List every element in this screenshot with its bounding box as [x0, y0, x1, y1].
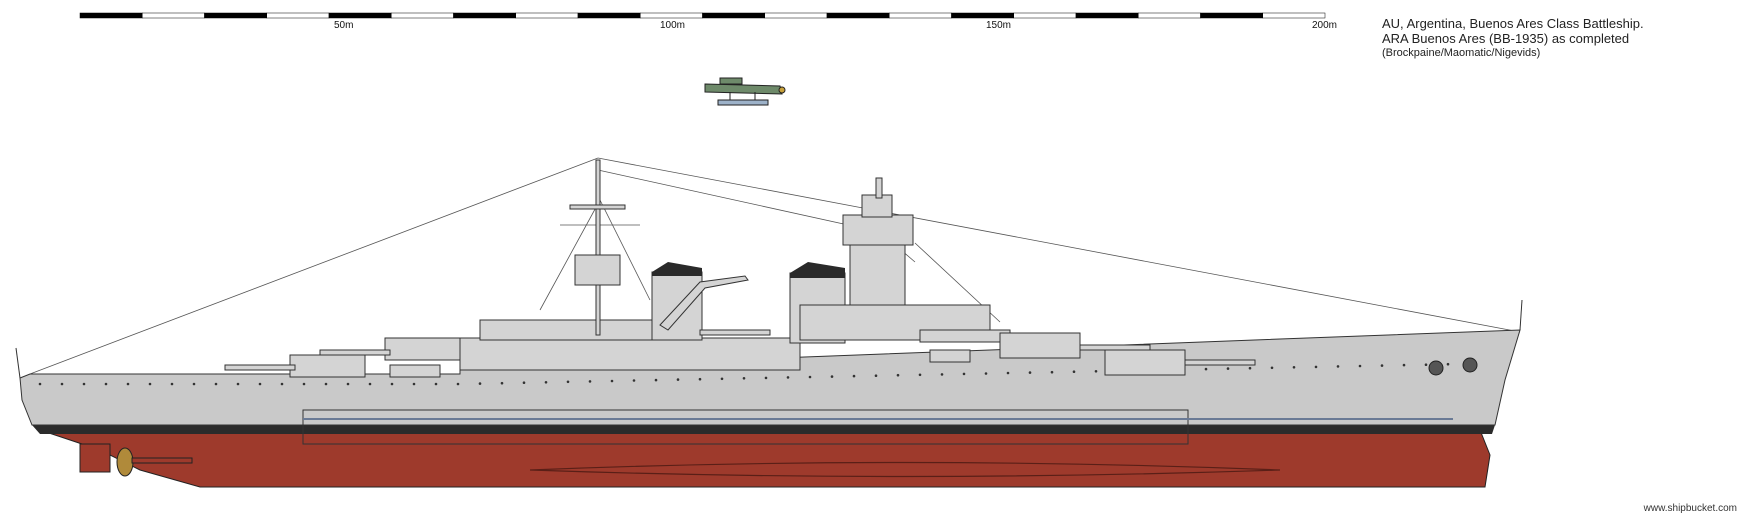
porthole — [1006, 371, 1010, 375]
porthole — [984, 372, 988, 375]
porthole — [654, 378, 658, 382]
title-block: AU, Argentina, Buenos Ares Class Battles… — [1382, 16, 1737, 61]
porthole — [82, 382, 86, 386]
porthole — [434, 382, 438, 386]
floatplane-icon — [704, 77, 786, 106]
porthole — [1248, 366, 1252, 370]
porthole — [588, 380, 592, 383]
credits-line: (Brockpaine/Maomatic/Nigevids) — [1382, 47, 1541, 59]
porthole — [1072, 370, 1076, 374]
porthole — [192, 382, 196, 386]
porthole — [566, 380, 570, 384]
porthole — [852, 374, 856, 378]
porthole — [896, 373, 900, 377]
porthole — [302, 382, 306, 386]
porthole — [522, 381, 526, 385]
porthole — [236, 382, 240, 386]
porthole — [830, 375, 834, 378]
propeller-rudder — [79, 443, 193, 477]
porthole — [214, 382, 218, 386]
porthole — [280, 382, 284, 386]
porthole — [60, 382, 64, 386]
porthole — [918, 373, 922, 377]
porthole — [764, 376, 768, 380]
porthole — [390, 382, 394, 386]
belt-stripe — [303, 418, 1453, 420]
armour-belt — [302, 409, 1189, 445]
ship-class-title: AU, Argentina, Buenos Ares Class Battles… — [1382, 16, 1644, 31]
porthole — [346, 382, 350, 386]
porthole — [544, 381, 548, 384]
porthole — [786, 376, 790, 379]
porthole — [1226, 367, 1230, 370]
porthole — [1446, 362, 1450, 366]
scale-label-100m: 100m — [660, 20, 686, 31]
porthole — [808, 375, 812, 379]
porthole — [676, 378, 680, 381]
scale-label-50m: 50m — [334, 20, 354, 31]
scale-segment — [1262, 12, 1326, 19]
porthole — [1402, 363, 1406, 367]
porthole — [412, 382, 416, 386]
porthole — [258, 382, 262, 386]
watermark: www.shipbucket.com — [1643, 503, 1737, 514]
porthole — [610, 379, 614, 383]
porthole — [874, 374, 878, 378]
superstructure — [224, 159, 1256, 378]
porthole — [1292, 366, 1296, 369]
porthole — [1028, 371, 1032, 374]
porthole — [1424, 363, 1428, 367]
porthole — [1336, 365, 1340, 368]
porthole — [962, 372, 966, 376]
porthole — [368, 382, 372, 386]
porthole — [1094, 370, 1098, 373]
porthole — [940, 373, 944, 376]
porthole — [1050, 370, 1054, 374]
porthole — [742, 377, 746, 380]
porthole — [478, 382, 482, 385]
porthole — [456, 382, 460, 386]
boot-top — [32, 425, 1495, 434]
porthole — [720, 377, 724, 381]
stern-flagstaff — [15, 347, 21, 379]
scale-label-150m: 150m — [986, 20, 1012, 31]
porthole — [148, 382, 152, 386]
scale-label-200m: 200m — [1312, 20, 1338, 31]
porthole — [38, 382, 42, 386]
anchors — [1428, 357, 1478, 376]
porthole — [104, 382, 108, 386]
scale-bar: 50m 100m 150m 200m — [0, 0, 1743, 40]
bow — [1519, 299, 1523, 331]
funnel-caps — [652, 262, 845, 278]
scale-bar-segments — [79, 12, 1326, 19]
porthole — [324, 382, 328, 386]
porthole — [698, 377, 702, 381]
porthole — [1270, 366, 1274, 370]
ship-name-title: ARA Buenos Ares (BB-1935) as completed — [1382, 31, 1630, 46]
porthole — [126, 382, 130, 386]
porthole — [1358, 364, 1362, 368]
scale-bar-graphic — [79, 12, 1326, 19]
porthole — [500, 381, 504, 385]
porthole — [1204, 367, 1208, 371]
porthole — [1380, 364, 1384, 367]
hull-lower — [39, 429, 1491, 488]
bulge — [529, 461, 1281, 478]
porthole — [1314, 365, 1318, 369]
porthole — [170, 382, 174, 386]
porthole — [632, 379, 636, 382]
